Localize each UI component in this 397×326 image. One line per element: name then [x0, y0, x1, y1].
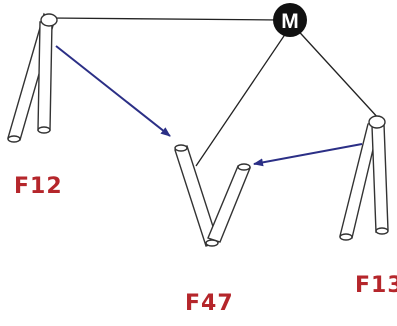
connector-line-hub-to-right [291, 23, 381, 121]
connector-line-hub-to-center [195, 29, 289, 167]
center-frame-left-leg-end [174, 144, 188, 152]
center-frame-tubes [174, 144, 251, 247]
left-frame-rear-leg [37, 21, 53, 131]
part-label-right: F13 [355, 273, 397, 298]
arrow-left-to-center [55, 45, 171, 137]
left-frame-top-joint [40, 13, 58, 27]
right-frame-tubes [339, 115, 389, 241]
left-frame-front-leg-end [7, 135, 21, 143]
part-label-center: F47 [185, 291, 234, 316]
hub-marker: M [273, 3, 307, 37]
hub-letter: M [281, 10, 299, 33]
right-frame-rear-leg [371, 123, 389, 233]
connector-lines [49, 17, 381, 167]
right-frame-front-leg-end [339, 233, 353, 241]
left-frame-rear-leg-end [37, 126, 51, 134]
left-frame-tubes [7, 12, 58, 143]
right-frame-top-joint [368, 115, 386, 129]
center-frame-bottom-joint [205, 239, 219, 247]
assembly-arrows [55, 45, 363, 167]
connector-line-left-to-hub [49, 17, 281, 21]
center-frame-right-leg-end [237, 163, 251, 171]
part-label-left: F12 [14, 174, 63, 199]
center-frame-right-leg [207, 165, 251, 243]
right-frame-rear-leg-end [375, 227, 389, 235]
arrow-right-to-center [253, 143, 363, 167]
hub-circle [273, 3, 307, 37]
